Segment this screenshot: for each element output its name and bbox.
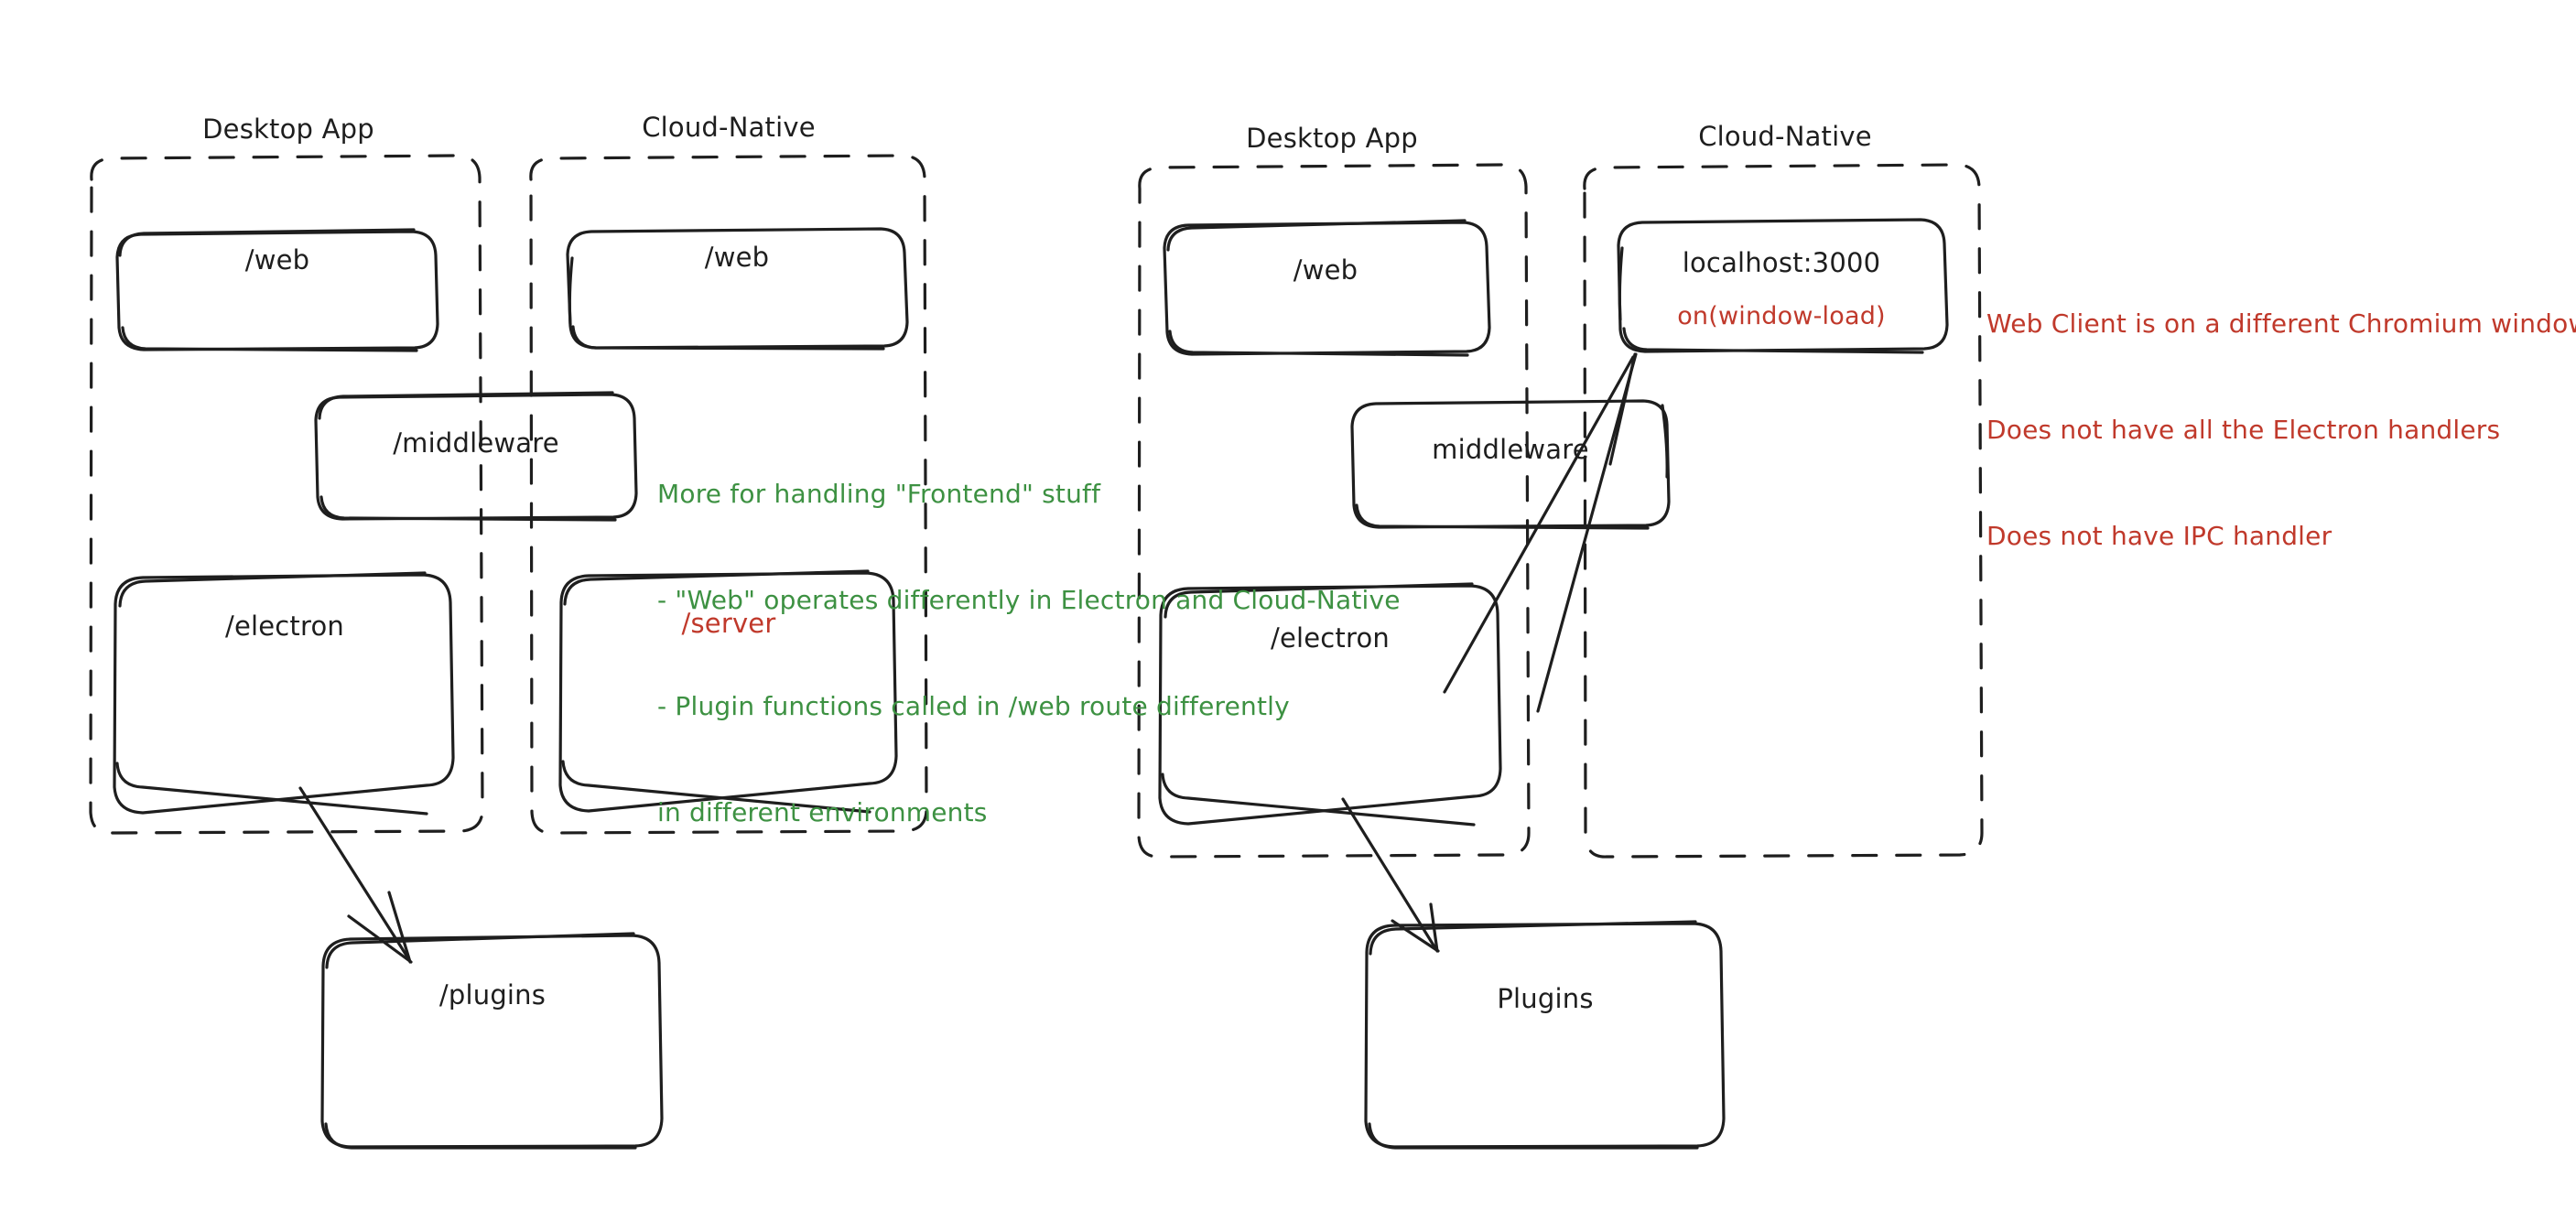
left-group-title-cloud-native: Cloud-Native: [642, 112, 816, 143]
right-box-electron-shape: [1158, 582, 1502, 827]
note-red-line-2: Does not have all the Electron handlers: [1986, 415, 2501, 446]
left-arrow-electron-to-plugins: [298, 786, 413, 964]
right-box-localhost-text: localhost:3000 on(window-load): [1618, 245, 1944, 330]
left-box-label-electron: /electron: [224, 611, 345, 642]
left-box-middleware-shape: [314, 391, 638, 522]
right-box-label-plugins: Plugins: [1497, 983, 1594, 1014]
note-green-line-1: More for handling "Frontend" stuff: [657, 479, 1101, 510]
right-group-title-desktop-app: Desktop App: [1246, 123, 1418, 154]
left-box-plugins-shape: [320, 932, 664, 1150]
right-box-middleware-shape: [1350, 399, 1671, 530]
left-box-label-server: /server: [681, 608, 776, 639]
right-box-sublabel-on-window-load: on(window-load): [1677, 302, 1886, 331]
left-box-electron-shape: [113, 571, 455, 816]
right-box-label-web: /web: [1293, 254, 1358, 286]
left-group-title-desktop-app: Desktop App: [202, 113, 374, 145]
left-box-server-shape: [558, 569, 898, 814]
left-box-web-desktop-shape: [115, 228, 439, 352]
right-group-cloud-native-container: [1583, 163, 1984, 859]
right-arrow-electron-to-plugins: [1341, 797, 1440, 953]
note-red-line-3: Does not have IPC handler: [1986, 521, 2332, 551]
left-box-label-web-desktop: /web: [244, 244, 310, 276]
right-box-label-localhost: localhost:3000: [1682, 247, 1881, 278]
left-box-label-middleware: /middleware: [393, 427, 559, 459]
note-green-line-2: - "Web" operates differently in Electron…: [657, 585, 1401, 616]
left-box-web-cloud-shape: [566, 227, 909, 351]
right-group-title-cloud-native: Cloud-Native: [1698, 121, 1872, 152]
right-box-web-shape: [1163, 219, 1491, 357]
right-box-label-electron: /electron: [1270, 622, 1391, 654]
left-box-label-plugins: /plugins: [438, 979, 547, 1010]
note-green-line-3: - Plugin functions called in /web route …: [657, 691, 1290, 721]
right-box-plugins-shape: [1364, 920, 1726, 1150]
note-red-web-client: Web Client is on a different Chromium wi…: [1986, 236, 2576, 625]
right-arrow-electron-to-localhost: [1443, 352, 1638, 713]
right-box-localhost-shape: [1617, 218, 1949, 354]
note-red-line-1: Web Client is on a different Chromium wi…: [1986, 308, 2576, 340]
left-box-label-web-cloud: /web: [704, 242, 770, 273]
note-green-line-4: in different environments: [657, 796, 988, 827]
right-group-desktop-app-container: [1137, 163, 1531, 859]
right-box-label-middleware: middleware: [1432, 434, 1589, 465]
left-group-cloud-native-container: [529, 154, 928, 835]
note-green-frontend: More for handling "Frontend" stuff - "We…: [657, 406, 1401, 902]
